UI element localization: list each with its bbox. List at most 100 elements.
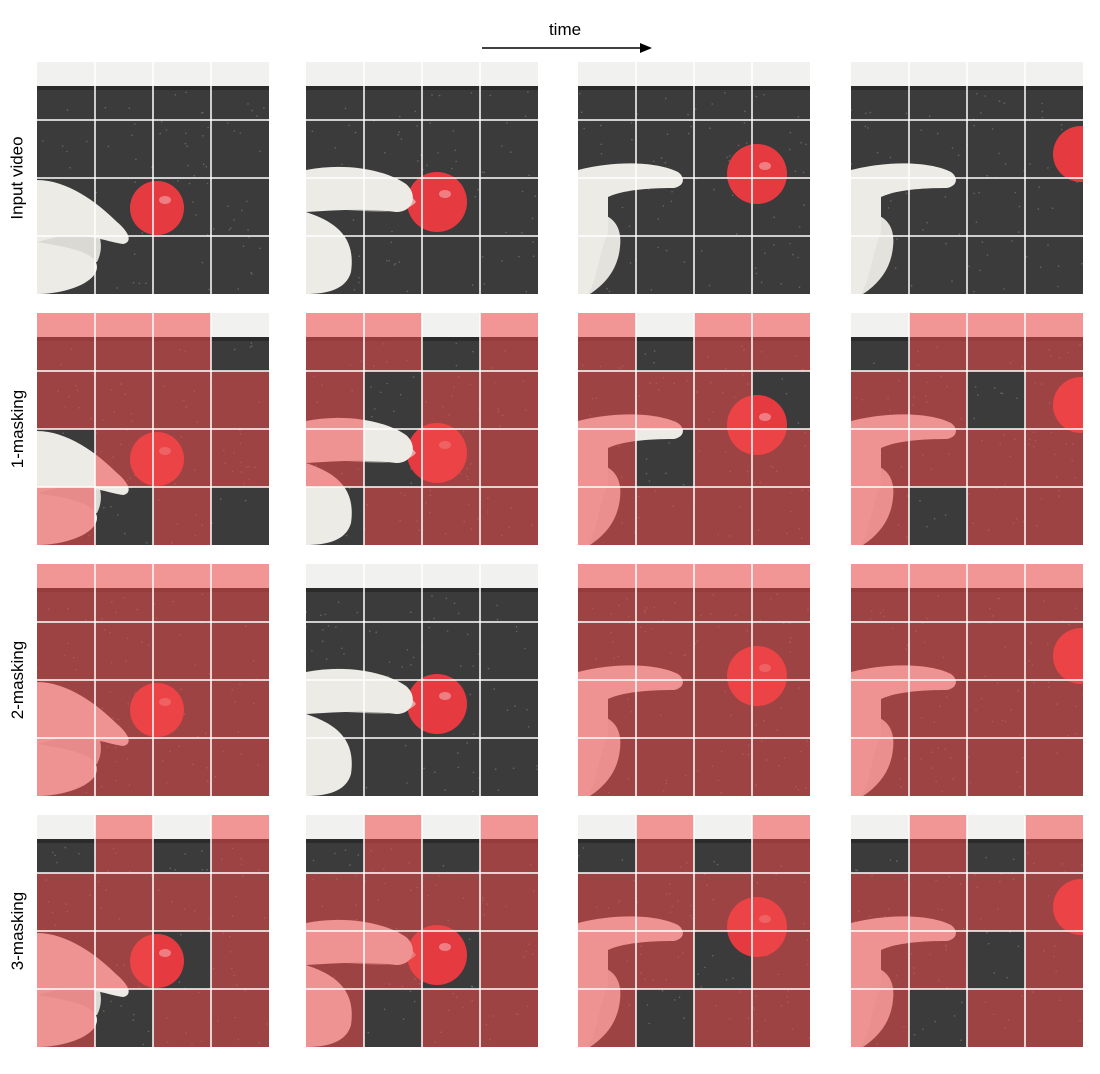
frame-grid bbox=[578, 313, 810, 545]
frame-grid bbox=[306, 815, 538, 1047]
row-label-text: 1-masking bbox=[8, 389, 28, 469]
masked-cell bbox=[967, 564, 1025, 622]
masked-cell bbox=[211, 371, 269, 429]
masked-cell bbox=[909, 738, 967, 796]
video-frame bbox=[851, 815, 1083, 1047]
masked-cell bbox=[153, 622, 211, 680]
masked-cell bbox=[694, 487, 752, 545]
masked-cell bbox=[909, 873, 967, 931]
video-frame bbox=[306, 313, 538, 545]
masked-cell bbox=[578, 738, 636, 796]
video-frame bbox=[306, 815, 538, 1047]
masked-cell bbox=[909, 931, 967, 989]
masked-cell bbox=[95, 313, 153, 371]
time-label: time bbox=[548, 20, 582, 39]
masked-cell bbox=[851, 989, 909, 1047]
masked-cell bbox=[95, 931, 153, 989]
masked-cell bbox=[967, 989, 1025, 1047]
masked-cell bbox=[752, 487, 810, 545]
masked-cell bbox=[306, 371, 364, 429]
masked-cell bbox=[578, 429, 636, 487]
masked-cell bbox=[95, 873, 153, 931]
masked-cell bbox=[306, 429, 364, 487]
masked-cell bbox=[636, 371, 694, 429]
masked-cell bbox=[153, 680, 211, 738]
masked-cell bbox=[37, 371, 95, 429]
masked-cell bbox=[909, 371, 967, 429]
row-label: Input video bbox=[0, 62, 36, 294]
frame-grid bbox=[851, 815, 1083, 1047]
row-label-text: 2-masking bbox=[8, 640, 28, 720]
masked-cell bbox=[422, 487, 480, 545]
masked-cell bbox=[364, 815, 422, 873]
masked-cell bbox=[694, 738, 752, 796]
masked-cell bbox=[1025, 622, 1083, 680]
masked-cell bbox=[422, 371, 480, 429]
masked-cell bbox=[967, 622, 1025, 680]
masked-cell bbox=[37, 931, 95, 989]
masked-cell bbox=[1025, 680, 1083, 738]
masked-cell bbox=[37, 622, 95, 680]
masked-cell bbox=[636, 873, 694, 931]
frame-grid bbox=[306, 313, 538, 545]
masked-cell bbox=[37, 680, 95, 738]
frame-grid bbox=[578, 815, 810, 1047]
masked-cell bbox=[578, 989, 636, 1047]
masked-cell bbox=[851, 487, 909, 545]
masked-cell bbox=[752, 313, 810, 371]
masked-cell bbox=[1025, 738, 1083, 796]
masked-cell bbox=[211, 931, 269, 989]
masked-cell bbox=[578, 680, 636, 738]
masked-cell bbox=[1025, 371, 1083, 429]
video-frame bbox=[37, 564, 269, 796]
hand bbox=[851, 163, 956, 294]
masked-cell bbox=[37, 313, 95, 371]
masked-cell bbox=[694, 989, 752, 1047]
masked-cell bbox=[1025, 815, 1083, 873]
video-frame bbox=[306, 62, 538, 294]
masked-cell bbox=[967, 680, 1025, 738]
masked-cell bbox=[578, 371, 636, 429]
frame-grid bbox=[306, 62, 538, 294]
video-frame bbox=[306, 564, 538, 796]
masked-cell bbox=[636, 680, 694, 738]
masked-cell bbox=[851, 738, 909, 796]
masked-cell bbox=[37, 873, 95, 931]
row-label-text: Input video bbox=[8, 136, 27, 220]
frame-grid bbox=[37, 313, 269, 545]
masked-cell bbox=[578, 564, 636, 622]
row-label-text: 3-masking bbox=[8, 891, 28, 971]
masked-cell bbox=[752, 429, 810, 487]
video-frame bbox=[578, 564, 810, 796]
masked-cell bbox=[95, 815, 153, 873]
masked-cell bbox=[752, 815, 810, 873]
video-frame bbox=[578, 62, 810, 294]
masked-cell bbox=[578, 313, 636, 371]
frame-grid bbox=[37, 815, 269, 1047]
masked-cell bbox=[153, 429, 211, 487]
masked-cell bbox=[95, 429, 153, 487]
masked-cell bbox=[153, 371, 211, 429]
video-frame bbox=[851, 313, 1083, 545]
masked-cell bbox=[752, 931, 810, 989]
masked-cell bbox=[851, 622, 909, 680]
masked-cell bbox=[694, 873, 752, 931]
masked-cell bbox=[909, 815, 967, 873]
video-frame bbox=[851, 564, 1083, 796]
masked-cell bbox=[1025, 989, 1083, 1047]
masked-cell bbox=[306, 931, 364, 989]
masked-cell bbox=[480, 931, 538, 989]
time-header: time bbox=[470, 18, 660, 58]
masked-cell bbox=[153, 487, 211, 545]
masked-cell bbox=[636, 738, 694, 796]
masked-cell bbox=[1025, 429, 1083, 487]
masked-cell bbox=[306, 989, 364, 1047]
masked-cell bbox=[95, 680, 153, 738]
masked-cell bbox=[851, 873, 909, 931]
masked-cell bbox=[851, 371, 909, 429]
masked-cell bbox=[967, 873, 1025, 931]
video-frame bbox=[578, 313, 810, 545]
masked-cell bbox=[1025, 487, 1083, 545]
masked-cell bbox=[211, 738, 269, 796]
ball bbox=[130, 181, 184, 235]
